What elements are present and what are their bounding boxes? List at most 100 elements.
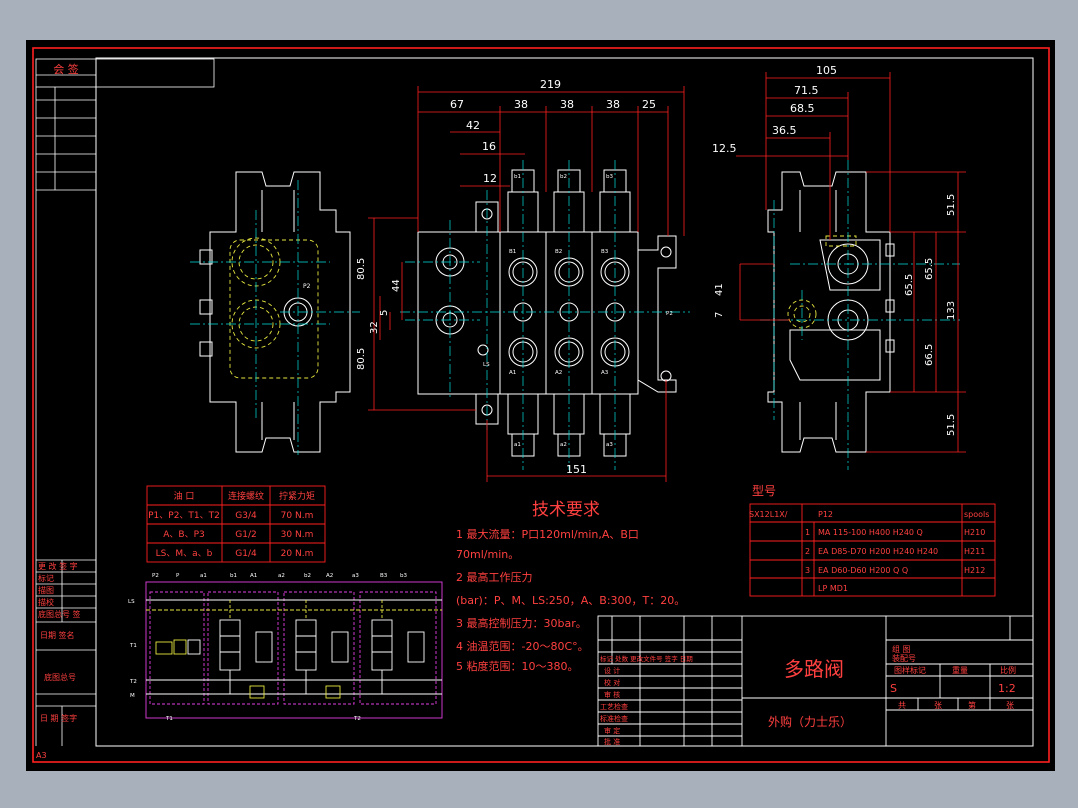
dim-44: 44 — [391, 279, 402, 292]
strip-label-2: 描图 — [38, 585, 54, 595]
dim-105: 105 — [816, 64, 837, 77]
dim-151: 151 — [566, 463, 587, 476]
left-strip-labels: 更 改 签 字 标记 描图 描校 底图总号 签 日期 签名 底图总号 日 期 签… — [36, 561, 81, 760]
dim-65-5-a: 65.5 — [904, 274, 915, 296]
tech-req-line-2: 2 最高工作压力 — [456, 570, 533, 584]
model-table-text: SX12L1X/ P12 spools 1 MA 115-100 H400 H2… — [749, 510, 989, 593]
sch-top-10: b3 — [400, 573, 407, 579]
tb-left-0: 标记 处数 更改文件号 签字 日期 — [600, 654, 693, 663]
port-table-r0c2: 70 N.m — [281, 511, 314, 521]
sch-left-1: T1 — [129, 643, 137, 649]
left-view-port-label: P2 — [303, 283, 311, 290]
front-vertical-dims: 80.5 80.5 44 5 32 — [356, 258, 402, 370]
sch-left-2: T2 — [129, 679, 137, 685]
tb-right-top-1: 装配号 — [892, 653, 916, 663]
model-r0-n: 1 — [805, 528, 810, 537]
hydraulic-schematic — [145, 581, 443, 719]
dim-67: 67 — [450, 98, 464, 111]
drawing-subtitle: 外购（力士乐） — [768, 714, 852, 729]
tb-sheet-0: 共 — [898, 701, 906, 710]
tb-stage-label: 图样标记 — [894, 665, 926, 675]
port-A1: A1 — [509, 370, 516, 376]
front-dimension-texts: 219 67 38 38 38 25 42 16 12 151 — [450, 78, 656, 476]
model-r1-spool: H211 — [964, 547, 985, 556]
tb-left-5: 标准检查 — [600, 714, 628, 723]
tb-stage-value: S — [890, 682, 897, 695]
strip-label-4: 底图总号 签 — [38, 609, 81, 619]
sch-bottom-1: T2 — [353, 716, 361, 722]
model-title: 型号 — [752, 484, 776, 498]
dim-25: 25 — [642, 98, 656, 111]
dim-32: 32 — [369, 321, 380, 334]
front-port-labels: B1 B2 B3 A1 A2 A3 b1 b2 b3 a1 a2 a3 LS P… — [483, 174, 673, 448]
dim-5: 5 — [379, 310, 390, 316]
side-dimensions — [736, 72, 966, 453]
tb-scale-value: 1:2 — [998, 682, 1016, 695]
sch-top-1: P — [176, 573, 180, 579]
tech-req-line-4: 3 最高控制压力：30bar。 — [456, 616, 587, 630]
dim-66-5: 66.5 — [924, 344, 935, 366]
dim-7: 7 — [714, 312, 725, 318]
tech-req-title: 技术要求 — [532, 500, 600, 520]
strip-label-3: 描校 — [38, 597, 54, 607]
tb-left-7: 批 准 — [604, 737, 620, 746]
port-table-h0: 油 口 — [174, 490, 195, 502]
model-r3-code: LP MD1 — [818, 584, 848, 593]
port-table-h2: 拧紧力矩 — [279, 490, 315, 502]
tech-req-line-1: 70ml/min。 — [456, 548, 519, 561]
dim-41: 41 — [714, 283, 725, 296]
tb-sheet-1: 张 — [934, 701, 942, 710]
port-table-r1c0: A、B、P3 — [163, 530, 205, 540]
tech-requirements: 技术要求 1 最大流量：P口120ml/min,A、B口 70ml/min。 2… — [456, 500, 685, 673]
port-b1: b1 — [514, 174, 521, 180]
port-A2: A2 — [555, 370, 562, 376]
port-table — [146, 485, 326, 563]
sch-top-2: a1 — [200, 573, 207, 579]
front-dimensions — [368, 86, 685, 482]
tech-req-line-3: (bar)：P、M、LS:250，A、B:300，T：20。 — [456, 594, 685, 607]
dim-80-5-lower: 80.5 — [356, 348, 367, 370]
tb-left-3: 审 核 — [604, 690, 620, 699]
model-r2-spool: H212 — [964, 566, 985, 575]
model-r0-code: MA 115-100 H400 H240 Q — [818, 528, 923, 537]
side-vertical-dims: 51.5 65.5 65.5 133 66.5 51.5 41 7 — [714, 194, 957, 436]
sch-top-7: A2 — [326, 573, 333, 579]
sch-top-0: P2 — [152, 573, 159, 579]
tech-req-line-5: 4 油温范围：-20～80C°。 — [456, 639, 589, 653]
model-h0: SX12L1X/ — [749, 510, 788, 519]
tb-weight-label: 重量 — [952, 665, 968, 675]
schematic-labels: P2 P a1 b1 A1 a2 b2 A2 a3 B3 b3 LS T1 T2… — [128, 573, 407, 722]
front-view-centerlines — [400, 160, 690, 470]
tb-left-1: 设 计 — [604, 666, 620, 675]
port-table-r0c0: P1、P2、T1、T2 — [148, 511, 220, 521]
dim-51-5-top: 51.5 — [946, 194, 957, 216]
dim-38a: 38 — [514, 98, 528, 111]
port-a1: a1 — [514, 442, 521, 448]
port-table-r2c1: G1/4 — [235, 549, 257, 559]
dim-219: 219 — [540, 78, 561, 91]
paper-size: A3 — [36, 751, 47, 760]
sch-bottom-0: T1 — [165, 716, 173, 722]
port-A3: A3 — [601, 370, 609, 376]
countersign-label: 会 签 — [53, 62, 79, 76]
left-strip — [35, 87, 96, 746]
port-B3: B3 — [601, 249, 609, 255]
sch-left-3: M — [130, 693, 135, 699]
tech-req-line-6: 5 粘度范围：10～380。 — [456, 659, 579, 673]
strip-label-5: 日期 签名 — [40, 630, 75, 640]
port-B1: B1 — [509, 249, 516, 255]
title-block — [597, 615, 1034, 747]
port-LS: LS — [483, 362, 490, 368]
dim-71-5: 71.5 — [794, 84, 819, 97]
port-table-r1c1: G1/2 — [235, 530, 256, 540]
port-a3: a3 — [606, 442, 613, 448]
port-table-r2c0: LS、M、a、b — [156, 549, 213, 559]
port-table-text: 油 口 连接螺纹 拧紧力矩 P1、P2、T1、T2 G3/4 70 N.m A、… — [148, 490, 315, 559]
strip-label-1: 标记 — [38, 573, 54, 583]
sch-top-9: B3 — [380, 573, 388, 579]
model-h2: spools — [964, 510, 989, 519]
model-r2-n: 3 — [805, 566, 810, 575]
tb-sheet-3: 张 — [1006, 701, 1014, 710]
port-table-r0c1: G3/4 — [235, 511, 257, 521]
port-table-h1: 连接螺纹 — [228, 490, 264, 502]
